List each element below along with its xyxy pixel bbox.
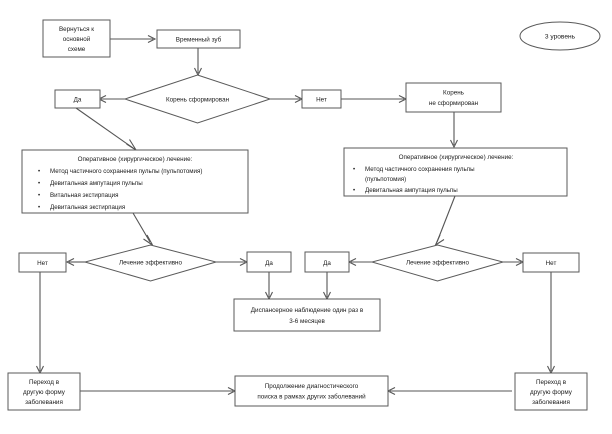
node-treatment-left-item-1: Метод частичного сохранения пульпы (пуль…: [50, 168, 202, 175]
node-transition-left-line2: другую форму: [23, 389, 66, 396]
node-return-scheme-line3: схеме: [68, 46, 86, 53]
node-dispensary-observation[interactable]: Диспансерное наблюдение один раз в 3-6 м…: [233, 298, 381, 332]
node-yes-top-left-label: Да: [74, 97, 82, 104]
node-continue-search[interactable]: Продолжение диагностического поиска в ра…: [234, 375, 389, 407]
node-root-not-formed-box[interactable]: [405, 82, 502, 113]
node-transition-right-box[interactable]: [514, 372, 588, 411]
node-treatment-left-item-4: Девитальная экстирпация: [50, 204, 125, 211]
node-treatment-right-item-1-cont: (пульпотомия): [365, 176, 406, 183]
node-effective-right-label: Лечение эффективно: [406, 260, 470, 267]
node-transition-right[interactable]: Переход в другую форму заболевания: [514, 372, 588, 411]
node-no-top-right[interactable]: Нет: [301, 89, 342, 109]
node-transition-left-line1: Переход в: [29, 379, 60, 386]
arrowhead-effectiveleft-to-no: [65, 258, 75, 266]
node-yes-mid-left-box[interactable]: [246, 251, 292, 273]
node-continue-search-box[interactable]: [234, 375, 389, 407]
node-treatment-left-heading: Оперативное (хирургическое) лечение:: [78, 156, 193, 163]
node-yes-mid-right[interactable]: Да: [304, 251, 350, 273]
node-temporary-tooth-box[interactable]: [156, 29, 241, 49]
level-badge: 3 уровень: [519, 21, 601, 51]
node-no-mid-left-label: Нет: [37, 260, 48, 267]
edge-yes-to-treatmentleft: [75, 107, 134, 149]
node-yes-top-left-box[interactable]: [54, 89, 101, 109]
node-no-top-right-box[interactable]: [301, 89, 342, 109]
arrowhead-treatmentleft-to-effective: [143, 234, 153, 246]
edge-treatmentright-to-effective: [436, 195, 456, 243]
node-yes-top-left[interactable]: Да: [54, 89, 101, 109]
node-dispensary-line1: Диспансерное наблюдение один раз в: [251, 306, 364, 314]
node-no-mid-right-label: Нет: [546, 260, 557, 267]
node-root-not-formed[interactable]: Корень не сформирован: [405, 82, 502, 113]
node-transition-left-line3: заболевания: [25, 398, 63, 406]
node-root-not-formed-line1: Корень: [443, 90, 465, 97]
arrowhead-treatmentright-to-effective: [434, 234, 445, 247]
node-no-mid-left[interactable]: Нет: [18, 252, 67, 273]
node-treatment-right-item-1: Метод частичного сохранения пульпы: [365, 166, 475, 173]
node-transition-right-line1: Переход в: [536, 379, 567, 386]
node-transition-right-line2: другую форму: [530, 389, 573, 396]
node-continue-search-line2: поиска в рамках других заболеваний: [257, 393, 366, 401]
node-effective-right-diamond[interactable]: [370, 244, 505, 282]
node-no-mid-right[interactable]: Нет: [522, 252, 580, 273]
node-treatment-left-item-2: Девитальная ампутация пульпы: [50, 180, 143, 187]
node-temporary-tooth-label: Временный зуб: [176, 36, 222, 44]
node-treatment-right-heading: Оперативное (хирургическое) лечение:: [399, 154, 514, 161]
node-no-top-right-label: Нет: [316, 97, 327, 104]
arrowhead-yes-to-treatmentleft: [126, 139, 137, 151]
bullet-dot-icon: •: [38, 205, 40, 211]
node-treatment-left-item-3: Витальная экстирпация: [50, 192, 118, 199]
node-return-scheme-box[interactable]: [42, 19, 111, 58]
bullet-dot-icon: •: [38, 181, 40, 187]
node-effective-right-decision[interactable]: Лечение эффективно: [370, 244, 505, 282]
level-badge-label: 3 уровень: [545, 34, 576, 41]
bullet-dot-icon: •: [38, 169, 40, 175]
node-yes-mid-left[interactable]: Да: [246, 251, 292, 273]
node-root-formed-diamond[interactable]: [123, 74, 272, 124]
node-yes-mid-left-label: Да: [265, 260, 273, 267]
node-dispensary-observation-box[interactable]: [233, 298, 381, 332]
node-transition-left[interactable]: Переход в другую форму заболевания: [7, 372, 81, 411]
node-yes-mid-right-box[interactable]: [304, 251, 350, 273]
node-return-scheme-line1: Вернуться к: [59, 26, 94, 33]
bullet-dot-icon: •: [353, 167, 355, 173]
node-continue-search-line1: Продолжение диагностического: [265, 383, 359, 390]
edge-treatmentleft-to-effective: [132, 212, 151, 243]
node-transition-left-box[interactable]: [7, 372, 81, 411]
arrowhead-rootnotformed-to-treatmentright: [450, 139, 458, 149]
bullet-dot-icon: •: [38, 193, 40, 199]
node-effective-left-diamond[interactable]: [83, 244, 218, 282]
node-effective-left-label: Лечение эффективно: [119, 260, 183, 267]
node-treatment-left-box[interactable]: [21, 149, 249, 214]
edge-layer: [36, 35, 555, 395]
node-return-scheme-line2: основной: [63, 35, 91, 43]
level-badge-ellipse: [519, 21, 601, 51]
node-treatment-right[interactable]: Оперативное (хирургическое) лечение: • М…: [343, 147, 568, 197]
node-effective-left-decision[interactable]: Лечение эффективно: [83, 244, 218, 282]
node-treatment-right-box[interactable]: [343, 147, 568, 197]
node-treatment-right-item-2: Девитальная ампутация пульпы: [365, 187, 458, 194]
bullet-dot-icon: •: [353, 188, 355, 194]
node-treatment-left[interactable]: Оперативное (хирургическое) лечение: • М…: [21, 149, 249, 214]
node-no-mid-right-box[interactable]: [522, 252, 580, 273]
node-temporary-tooth[interactable]: Временный зуб: [156, 29, 241, 49]
node-transition-right-line3: заболевания: [532, 398, 570, 406]
node-root-not-formed-line2: не сформирован: [429, 100, 479, 107]
node-no-mid-left-box[interactable]: [18, 252, 67, 273]
node-yes-mid-right-label: Да: [323, 260, 331, 267]
node-dispensary-line2: 3-6 месяцев: [289, 318, 325, 325]
node-root-formed-decision[interactable]: Корень сформирован: [123, 74, 272, 124]
node-root-formed-label: Корень сформирован: [166, 97, 230, 104]
node-return-scheme[interactable]: Вернуться к основной схеме: [42, 19, 111, 58]
arrowhead-return-to-tooth: [147, 35, 157, 43]
